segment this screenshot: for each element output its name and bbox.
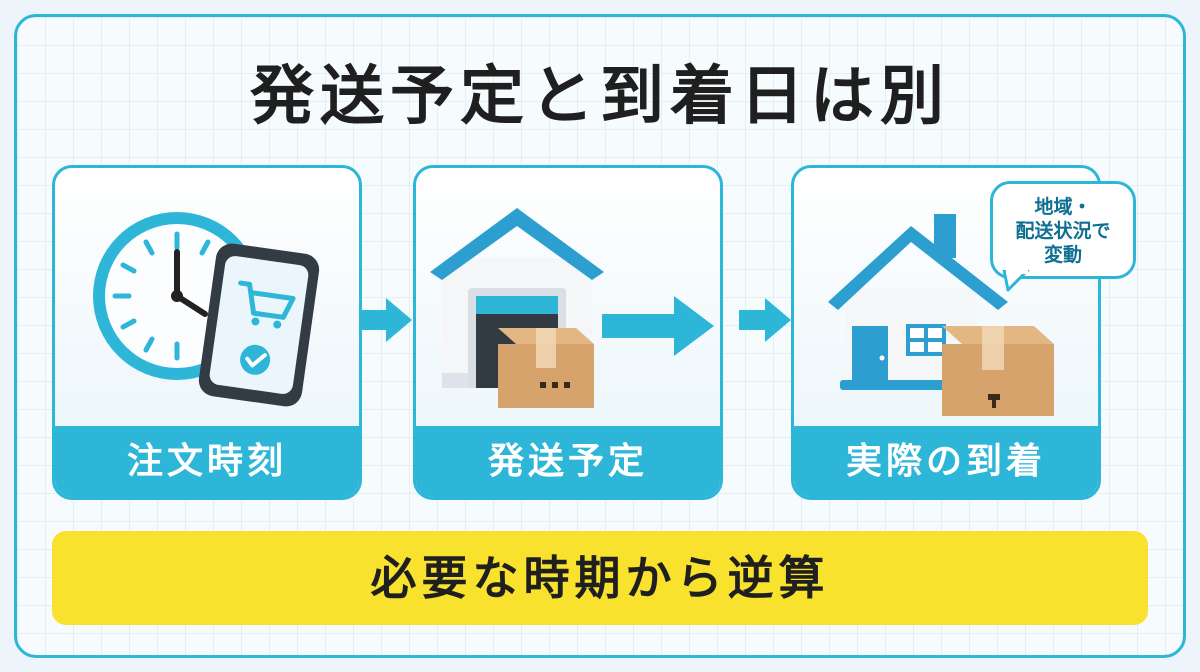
step-label-ship-schedule: 発送予定 (416, 426, 720, 497)
step-label-order-time: 注文時刻 (55, 426, 359, 497)
bubble-tail-icon (1002, 270, 1030, 292)
house-with-parcel-icon (828, 214, 1054, 416)
note-line-2: 配送状況で (1015, 220, 1111, 242)
step-card-ship-schedule: 発送予定 (413, 165, 723, 500)
arrow-right-icon (739, 298, 791, 342)
note-line-1: 地域・ (1034, 196, 1092, 218)
step-card-order-time: 注文時刻 (52, 165, 362, 500)
step-label-actual-arrival: 実際の到着 (794, 426, 1098, 497)
warehouse-with-parcel-icon (430, 208, 714, 408)
page-title: 発送予定と到着日は別 (250, 60, 950, 134)
note-bubble: 地域・ 配送状況で 変動 (990, 181, 1136, 279)
clock-and-phone-cart-icon (93, 212, 320, 407)
arrow-right-icon (360, 298, 412, 342)
summary-banner: 必要な時期から逆算 (52, 531, 1148, 625)
note-line-3: 変動 (1043, 244, 1082, 266)
